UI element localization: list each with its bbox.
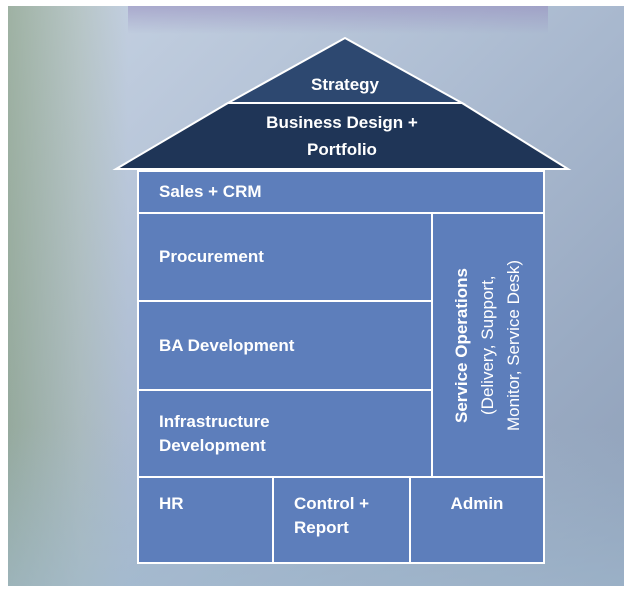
sales-crm-box: Sales + CRM [137, 170, 545, 214]
sales-crm-label: Sales + CRM [159, 182, 262, 201]
control-report-label: Control + Report [294, 494, 369, 537]
hr-label: HR [159, 494, 184, 513]
service-ops-line2: (Delivery, Support, [478, 275, 497, 415]
service-operations-box: Service Operations (Delivery, Support, M… [431, 212, 545, 478]
ba-development-label: BA Development [159, 335, 295, 355]
hr-box: HR [137, 476, 274, 564]
control-line2: Report [294, 518, 349, 537]
roof-business-design-line1: Business Design + [266, 113, 418, 132]
service-ops-line3: Monitor, Service Desk) [504, 259, 523, 431]
infra-line1: Infrastructure [159, 411, 270, 431]
infrastructure-development-box: Infrastructure Development [137, 389, 433, 478]
background-top-texture [128, 6, 548, 34]
infra-line2: Development [159, 435, 266, 455]
procurement-box: Procurement [137, 212, 433, 302]
procurement-label: Procurement [159, 247, 264, 266]
infrastructure-development-label: Infrastructure Development [159, 410, 270, 458]
roof-business-design-line2: Portfolio [307, 140, 377, 159]
control-line1: Control + [294, 494, 370, 513]
roof-top-section [224, 36, 466, 104]
ba-development-box: BA Development [137, 300, 433, 391]
admin-box: Admin [409, 476, 545, 564]
control-report-box: Control + Report [272, 476, 411, 564]
admin-label: Admin [450, 494, 504, 513]
roof-strategy-label: Strategy [311, 75, 380, 94]
service-ops-title: Service Operations [452, 267, 471, 423]
service-operations-text: Service Operations (Delivery, Support, M… [449, 260, 527, 431]
